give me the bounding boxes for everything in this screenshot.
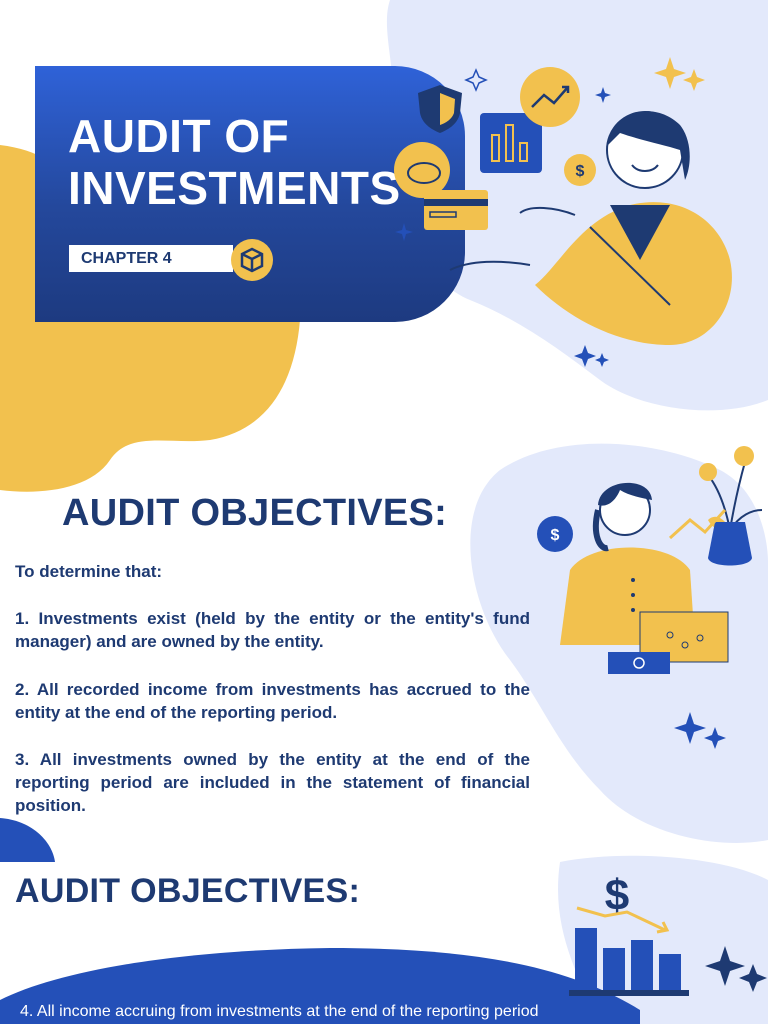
- investor-illustration-middle: $: [537, 446, 763, 749]
- cube-icon: [231, 239, 273, 281]
- sparkle-icons: [395, 57, 705, 367]
- piggy-bank-icon: [394, 142, 450, 198]
- title-line-1: AUDIT OF: [68, 110, 290, 162]
- coin-icon: $: [564, 154, 596, 186]
- trend-up-icon: [520, 67, 580, 127]
- declining-chart-illustration: $: [569, 871, 767, 996]
- dollar-coin-icon: $: [537, 516, 573, 552]
- svg-text:$: $: [551, 527, 560, 544]
- trend-line: [668, 508, 727, 540]
- sparkle-icons-middle: [674, 712, 726, 749]
- svg-text:$: $: [576, 163, 585, 180]
- objective-2: 2. All recorded income from investments …: [15, 680, 530, 722]
- audit-objectives-heading-1: AUDIT OBJECTIVES:: [62, 492, 448, 534]
- banknote-icon: [608, 652, 670, 674]
- investor-illustration-top: $: [394, 57, 732, 367]
- audit-objectives-heading-2: AUDIT OBJECTIVES:: [15, 872, 361, 910]
- title-line-2: INVESTMENTS: [68, 162, 401, 214]
- intro-text: To determine that:: [15, 562, 163, 581]
- bar-chart-icon: [480, 113, 542, 173]
- person-figure: [449, 111, 732, 345]
- credit-card-icon: [424, 190, 488, 230]
- page-title: AUDIT OF INVESTMENTS: [68, 110, 428, 214]
- navy-semicircle: [0, 818, 55, 862]
- objective-1: 1. Investments exist (held by the entity…: [15, 609, 530, 651]
- objective-4: 4. All income accruing from investments …: [20, 1003, 539, 1020]
- money-plant-icon: [699, 446, 763, 566]
- objective-3: 3. All investments owned by the entity a…: [15, 750, 530, 815]
- navy-wave-bottom: [0, 948, 640, 1024]
- chapter-label: CHAPTER 4: [69, 245, 233, 272]
- shield-icon: [418, 85, 462, 133]
